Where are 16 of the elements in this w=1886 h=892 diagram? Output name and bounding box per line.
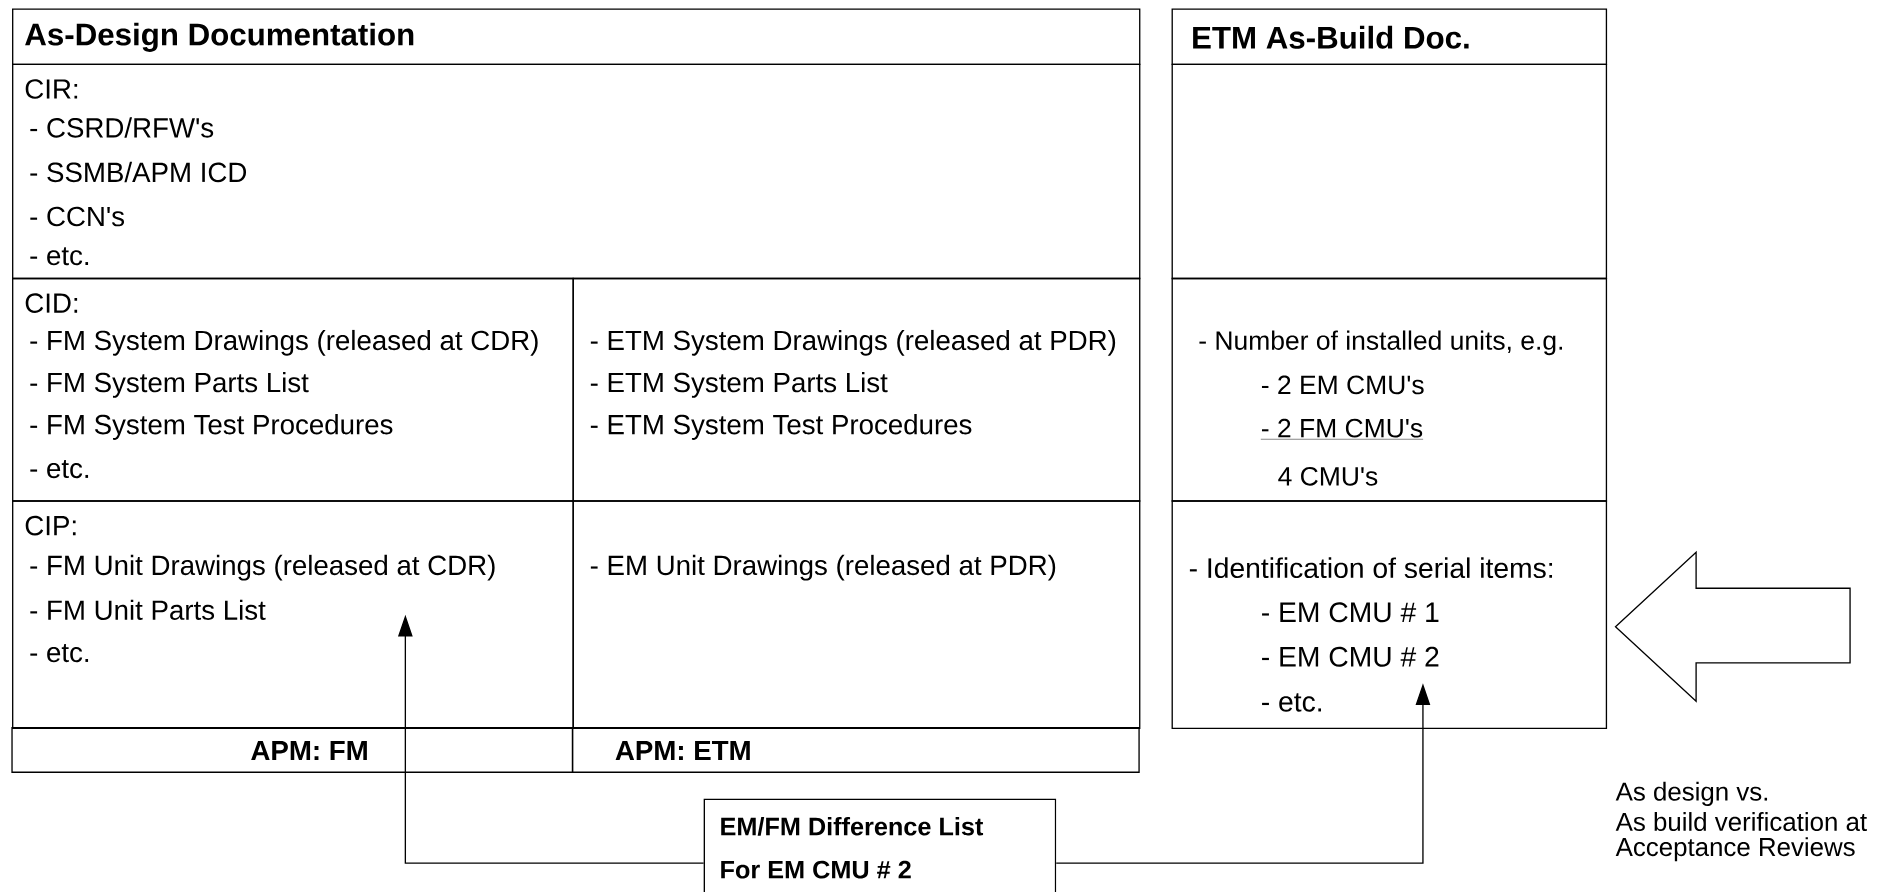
table-cell: - ETM System Drawings (released at PDR) - ETM System Parts List - ETM System Test Procedures xyxy=(572,277,1141,502)
note-text: As design vs. xyxy=(1615,781,1768,806)
table-cell: CIP: - FM Unit Drawings (released at CDR) - FM Unit Parts List - etc. xyxy=(12,500,574,729)
note-text: As build verification at xyxy=(1615,811,1867,831)
table-cell: - Identification of serial items: - EM CMU # 1 - EM CMU # 2 - etc. xyxy=(1171,500,1608,729)
note-text: Acceptance Reviews xyxy=(1615,836,1855,861)
table-cell: - Number of installed units, e.g. - 2 EM CMU's - 2 FM CMU's 4 CMU's xyxy=(1171,277,1608,502)
header-cell: As-Design Documentation xyxy=(12,8,1141,65)
header-cell: ETM As-Build Doc. xyxy=(1171,8,1608,65)
table-cell xyxy=(1171,63,1608,279)
table-cell: CID: - FM System Drawings (released at CDR) - FM System Parts List - FM System Test Procedures - etc. xyxy=(12,277,574,502)
table-cell: APM: FM xyxy=(11,726,574,773)
table-cell: CIR: - CSRD/RFW's - SSMB/APM ICD - CCN's - etc. xyxy=(12,63,1141,279)
table-cell: - EM Unit Drawings (released at PDR) xyxy=(572,500,1141,729)
note-box: EM/FM Difference List For EM CMU # 2 xyxy=(703,798,1057,892)
table-cell: APM: ETM xyxy=(571,726,1140,773)
